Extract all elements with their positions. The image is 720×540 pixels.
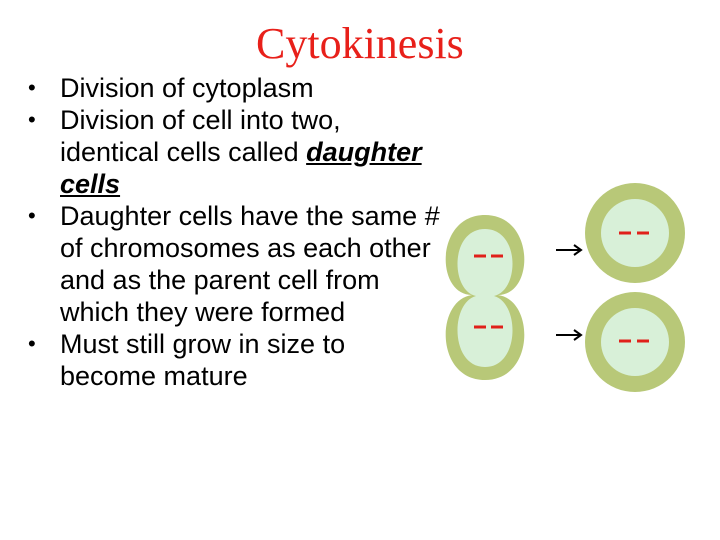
daughter-cell-inner: [601, 199, 669, 267]
daughter-cell-inner: [601, 308, 669, 376]
daughter-cell-top: [585, 183, 685, 283]
dividing-cell-inner: [457, 229, 513, 367]
bullet-emphasis: daughter cells: [60, 137, 422, 199]
slide-title: Cytokinesis: [256, 19, 464, 68]
bullet-item-3: • Daughter cells have the same # of chro…: [22, 200, 442, 328]
bullet-text: Daughter cells have the same # of chromo…: [60, 201, 440, 327]
bullet-text: Division of cell into two, identical cel…: [60, 105, 341, 167]
bullet-item-1: • Division of cytoplasm: [22, 72, 442, 104]
arrow-icon: [556, 244, 583, 256]
bullet-text: Division of cytoplasm: [60, 73, 314, 103]
arrow-icon: [556, 329, 583, 341]
bullet-glyph: •: [28, 331, 36, 356]
bullet-list: • Division of cytoplasm • Division of ce…: [22, 72, 442, 392]
bullet-text: Must still grow in size to become mature: [60, 329, 346, 391]
bullet-glyph: •: [28, 107, 36, 132]
daughter-cell-bottom: [585, 292, 685, 392]
dividing-cell: [445, 215, 525, 380]
bullet-item-4: • Must still grow in size to become matu…: [22, 328, 442, 392]
cytokinesis-diagram: [445, 183, 685, 392]
bullet-item-2: • Division of cell into two, identical c…: [22, 104, 442, 200]
bullet-glyph: •: [28, 75, 36, 100]
bullet-glyph: •: [28, 203, 36, 228]
